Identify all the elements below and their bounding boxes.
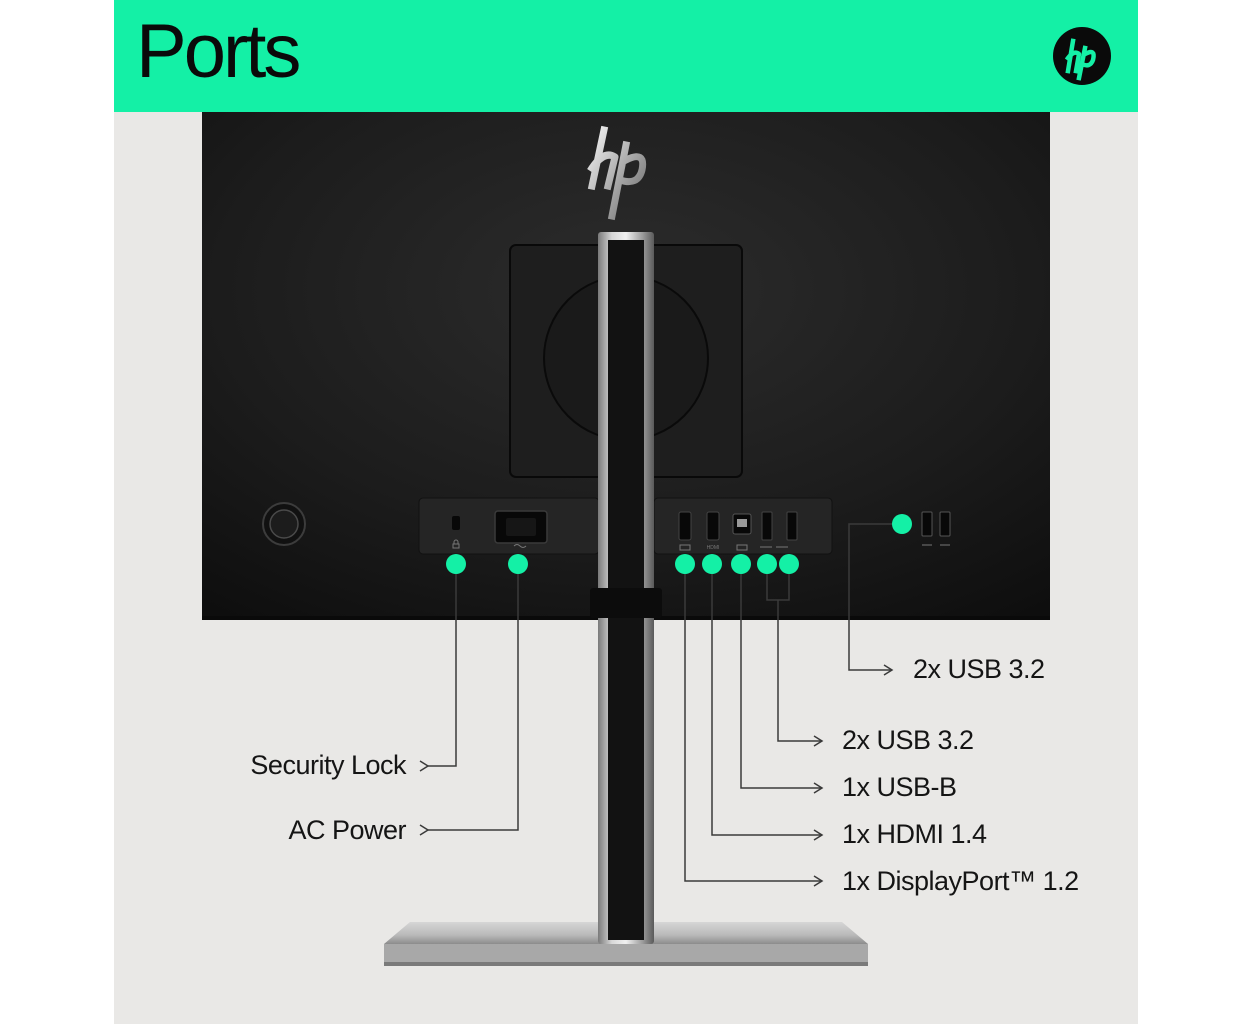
dot-usb-b (731, 554, 751, 574)
right-port-panel: HDMI (653, 497, 833, 555)
monitor-illustration: HDMI (202, 112, 1050, 966)
line-usb-side (848, 523, 902, 671)
stand-neck (590, 232, 662, 944)
dot-hdmi (702, 554, 722, 574)
lock-icon (452, 539, 460, 549)
usb-a-port-1 (761, 511, 773, 541)
line-usb-b (740, 564, 822, 789)
line-usb-rear (777, 600, 822, 742)
hdmi-port (706, 511, 720, 541)
displayport-icon (679, 544, 691, 551)
label-security-lock: Security Lock (250, 750, 406, 780)
arrow-hdmi (813, 829, 824, 841)
label-ac-power: AC Power (288, 815, 406, 845)
hp-back-logo-icon (587, 125, 647, 221)
line-displayport (684, 564, 822, 882)
arrow-ac-power (419, 824, 430, 836)
line-hdmi (711, 564, 822, 836)
dot-usb-side (892, 514, 912, 534)
label-usb-b: 1x USB-B (842, 772, 957, 802)
label-hdmi: 1x HDMI 1.4 (842, 819, 987, 849)
dot-security-lock (446, 554, 466, 574)
line-security-lock (428, 564, 457, 767)
label-usb-rear: 2x USB 3.2 (842, 725, 974, 755)
arrow-usb-b (813, 782, 824, 794)
ac-icon (513, 544, 527, 548)
hp-logo-icon (1053, 27, 1111, 85)
header-banner: Ports (114, 0, 1138, 112)
hdmi-marking: HDMI (707, 545, 720, 551)
callout-lines (419, 523, 902, 887)
power-button-icon (262, 502, 306, 546)
side-usb-ports (921, 511, 951, 546)
side-usb-port-2 (939, 511, 951, 537)
callout-dots (446, 514, 912, 574)
product-panel: Ports (114, 0, 1138, 1024)
dot-usb-rear-2 (779, 554, 799, 574)
line-ac-power (428, 564, 519, 831)
cable-clip (590, 588, 662, 618)
arrow-usb-rear (813, 735, 824, 747)
dot-displayport (675, 554, 695, 574)
label-displayport: 1x DisplayPort™ 1.2 (842, 866, 1079, 896)
side-usb-port-1 (921, 511, 933, 537)
arrow-security-lock (419, 760, 430, 772)
page-title: Ports (136, 9, 301, 94)
usb-a-port-2 (786, 511, 798, 541)
left-port-panel (418, 497, 600, 555)
arrow-displayport (813, 875, 824, 887)
displayport-port (678, 511, 692, 541)
usb-b-icon (736, 544, 748, 551)
label-usb-side: 2x USB 3.2 (913, 654, 1045, 684)
dot-ac-power (508, 554, 528, 574)
security-lock-slot (452, 516, 460, 530)
dot-usb-rear-1 (757, 554, 777, 574)
arrow-usb-side (883, 664, 894, 676)
